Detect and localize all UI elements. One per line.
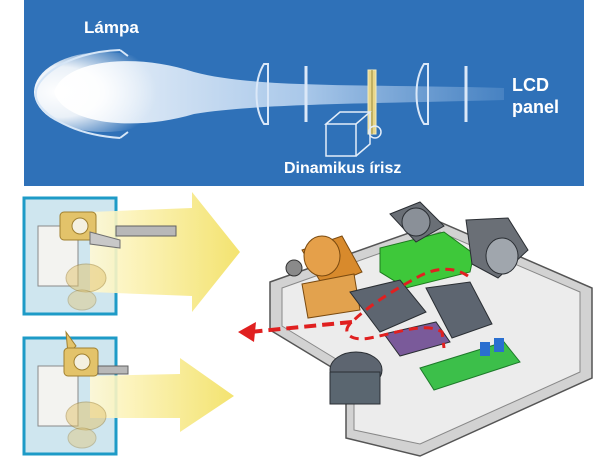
- optical-path-banner: Lámpa LCD panel Dinamikus írisz: [24, 0, 584, 186]
- lens-3: [415, 63, 429, 125]
- cooling-fan: [389, 201, 529, 279]
- lens-1: [255, 63, 269, 125]
- iris-mechanism-closed: [63, 330, 129, 449]
- lamp-glow: [34, 52, 174, 132]
- circuit-board: [419, 341, 521, 391]
- iris-label: Dinamikus írisz: [284, 160, 402, 177]
- optical-engine: [329, 279, 493, 405]
- lamp-label: Lámpa: [84, 18, 139, 37]
- iris-arrow-small: [90, 358, 234, 432]
- iris-closeup-open: [22, 192, 240, 316]
- lcd-panel-label: LCD panel: [512, 74, 559, 118]
- lcd-label-line2: panel: [512, 97, 560, 117]
- lcd-label-line1: LCD: [512, 75, 549, 95]
- iris-mechanism-open: [59, 211, 177, 311]
- lamp-reflector: [34, 49, 121, 139]
- iris-closeup-closed: [22, 330, 234, 456]
- light-exit-arrowhead: [238, 322, 256, 342]
- optical-green-block: [379, 231, 475, 289]
- iris-motor: [323, 111, 382, 157]
- projector-internals: [238, 201, 593, 457]
- optical-path-diagram: [34, 49, 504, 157]
- iris-closeups: [22, 192, 240, 456]
- lamp-housing: [285, 235, 363, 319]
- iris-arrow-large: [90, 192, 240, 312]
